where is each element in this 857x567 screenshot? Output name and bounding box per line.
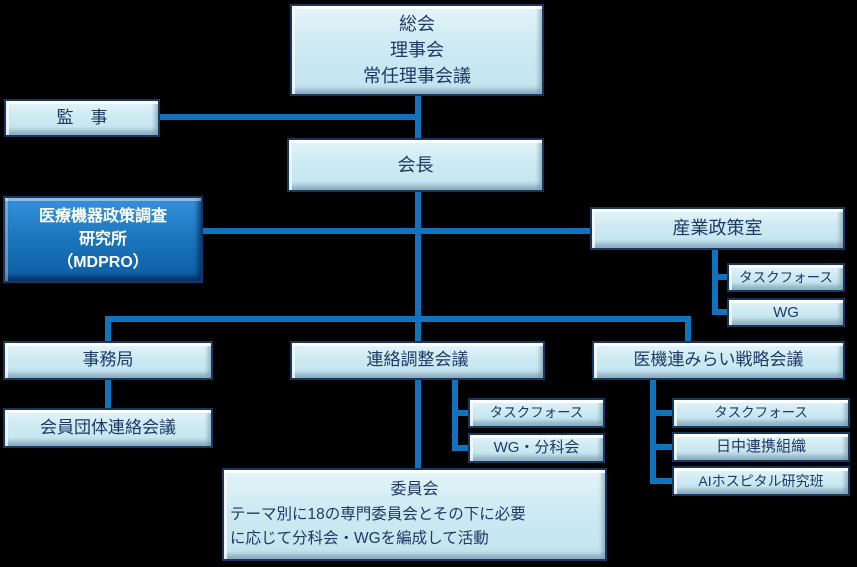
connector-auditor: [158, 114, 421, 120]
connector-ipo-stub-taskforce: [712, 274, 727, 280]
node-ms-ai-hospital: AIホスピタル研究班: [672, 466, 850, 496]
connector-center-to-committees: [415, 380, 421, 468]
node-ipo-taskforce-label: タスクフォース: [739, 269, 833, 285]
node-mdpro-line1: 医療機器政策調査: [38, 207, 167, 225]
node-secretariat-label: 事務局: [82, 350, 134, 370]
node-ipo-wg: WG: [727, 298, 845, 327]
node-liaison-coordination-label: 連絡調整会議: [366, 350, 469, 370]
connector-secretariat-to-member: [105, 380, 111, 408]
node-general-meeting: 総会 理事会 常任理事会議: [290, 4, 544, 96]
node-industrial-policy-office: 産業政策室: [590, 207, 845, 250]
node-ipo-wg-label: WG: [773, 303, 799, 321]
node-ipo-taskforce: タスクフォース: [727, 263, 845, 292]
connector-dist-to-secretariat: [105, 316, 111, 341]
connector-mdpro-to-ipo: [203, 228, 590, 234]
node-ms-taskforce: タスクフォース: [672, 398, 850, 428]
node-mdpro-line2: 研究所: [78, 230, 127, 248]
connector-president-down: [415, 192, 421, 341]
node-secretariat: 事務局: [3, 341, 213, 380]
connector-distributor: [105, 316, 691, 322]
node-industrial-policy-office-label: 産業政策室: [672, 218, 763, 239]
node-committees-desc-line2: に応じて分科会・WGを編成して活動: [230, 529, 489, 547]
node-auditor-label: 監 事: [56, 107, 108, 127]
node-member-org-liaison-label: 会員団体連絡会議: [40, 417, 176, 437]
connector-mirai-branch: [650, 380, 656, 484]
connector-ipo-stub-wg: [712, 309, 727, 315]
node-ms-ai-hospital-label: AIホスピタル研究班: [698, 472, 824, 489]
node-lc-taskforce-label: タスクフォース: [489, 405, 584, 421]
connector-ipo-branch: [712, 250, 718, 315]
node-president: 会長: [287, 138, 544, 192]
node-liaison-coordination: 連絡調整会議: [290, 341, 545, 380]
connector-lc-stub-wg: [452, 445, 468, 451]
node-auditor: 監 事: [4, 99, 160, 137]
node-lc-wg-subcommittee-label: WG・分科会: [493, 439, 580, 457]
node-mirai-strategy: 医機連みらい戦略会議: [592, 341, 845, 380]
node-lc-wg-subcommittee: WG・分科会: [468, 433, 605, 463]
node-committees-desc-line1: テーマ別に18の専門委員会とその下に必要: [230, 505, 526, 523]
node-general-meeting-line1: 総会: [399, 13, 435, 34]
node-mdpro: 医療機器政策調査 研究所 （MDPRO）: [3, 196, 203, 283]
connector-mirai-stub-taskforce: [650, 410, 672, 416]
connector-mirai-stub-japan-china: [650, 444, 672, 450]
node-ms-japan-china-org: 日中連携組織: [672, 432, 850, 462]
node-ms-taskforce-label: タスクフォース: [714, 405, 808, 421]
node-general-meeting-line3: 常任理事会議: [363, 66, 471, 87]
node-member-org-liaison: 会員団体連絡会議: [3, 408, 213, 448]
connector-dist-to-mirai: [685, 316, 691, 341]
connector-lc-stub-taskforce: [452, 410, 468, 416]
node-ms-japan-china-org-label: 日中連携組織: [715, 438, 806, 456]
node-lc-taskforce: タスクフォース: [468, 398, 605, 428]
node-president-label: 会長: [397, 154, 434, 175]
node-general-meeting-line2: 理事会: [390, 39, 444, 60]
connector-mirai-stub-ai-hospital: [650, 478, 672, 484]
node-committees-title: 委員会: [390, 481, 439, 499]
node-mdpro-line3: （MDPRO）: [57, 254, 149, 272]
node-mirai-strategy-label: 医機連みらい戦略会議: [633, 350, 804, 370]
node-committees: 委員会 テーマ別に18の専門委員会とその下に必要 に応じて分科会・WGを編成して…: [222, 468, 607, 561]
